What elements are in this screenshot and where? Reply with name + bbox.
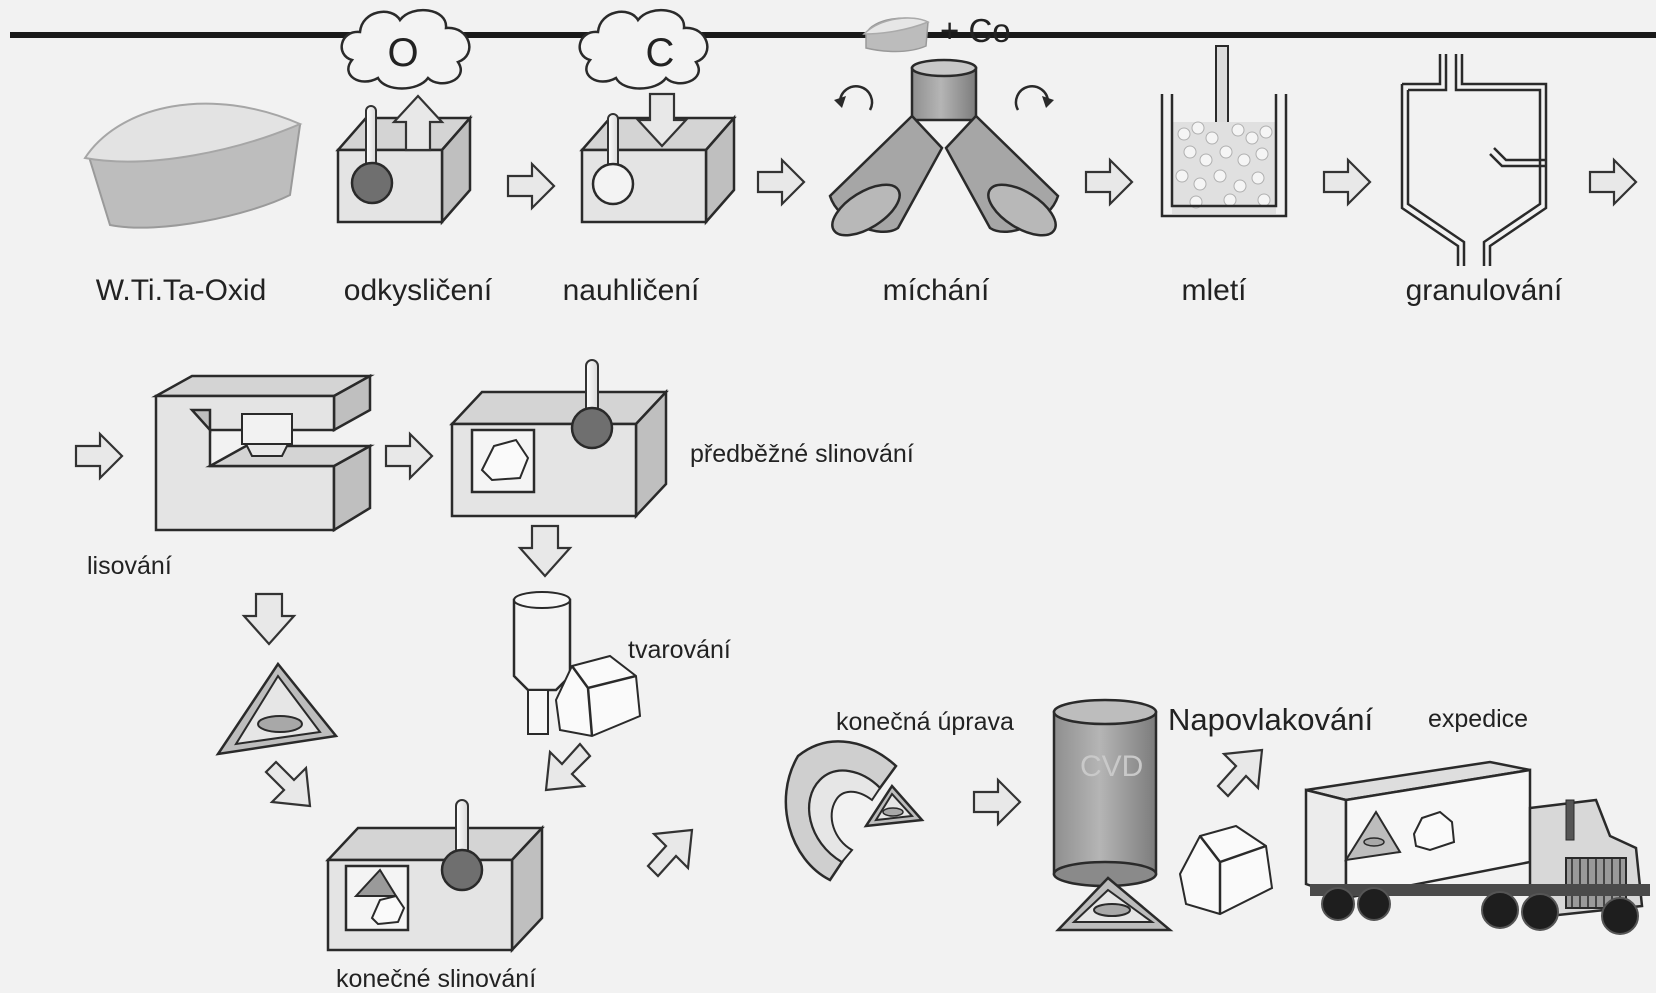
finishing-wheel [784, 740, 925, 882]
label-shaping: tvarování [628, 636, 731, 664]
label-oxide: W.Ti.Ta-Oxid [96, 274, 267, 307]
cobalt-additive-label: + Co [940, 12, 1011, 49]
presintering-furnace [449, 359, 669, 520]
y-mixer [828, 58, 1060, 237]
triangle-insert [215, 661, 339, 756]
label-pressing: lisování [87, 552, 172, 580]
cvd-reactor: CVD [1052, 698, 1174, 932]
label-finishing: konečná úprava [836, 708, 1014, 736]
final-sintering-furnace [325, 799, 545, 954]
label-coating: Napovlakování [1168, 702, 1373, 737]
flow-arrow [506, 162, 556, 210]
flow-arrow [756, 158, 806, 206]
deoxidation-furnace [335, 94, 473, 226]
carburization-furnace [579, 92, 737, 226]
shipping-truck [1304, 760, 1650, 935]
cobalt-powder: + Co [862, 12, 1011, 53]
cloud-o-label: O [387, 31, 418, 75]
oxygen-cloud: O [340, 8, 471, 90]
label-granulation: granulování [1406, 274, 1563, 307]
label-carburization: nauhličení [563, 274, 700, 307]
flow-arrow [384, 432, 434, 480]
label-mixing: míchání [883, 274, 990, 307]
press [151, 373, 375, 533]
flow-arrow [544, 742, 592, 792]
ball-mill [1160, 45, 1288, 218]
label-final-sintering: konečné slinování [336, 965, 536, 993]
shaping-grinder [512, 591, 642, 738]
flow-arrow [646, 828, 694, 878]
label-deoxidation: odkysličení [344, 274, 493, 307]
flow-arrow [972, 778, 1022, 826]
flow-arrow [264, 760, 312, 808]
carbon-cloud: C [578, 8, 709, 90]
flow-arrow [1216, 748, 1264, 798]
flow-arrow [1588, 158, 1638, 206]
flow-arrow [1322, 158, 1372, 206]
coated-insert [1178, 824, 1274, 916]
cvd-label: CVD [1080, 750, 1143, 783]
granulation-tower [1400, 54, 1548, 266]
flow-arrow [241, 592, 297, 646]
oxide-powder-pile [83, 102, 303, 229]
label-presintering: předběžné slinování [690, 440, 914, 468]
flow-arrow [1084, 158, 1134, 206]
label-milling: mletí [1181, 274, 1247, 307]
label-shipping: expedice [1428, 705, 1528, 733]
flow-arrow [74, 432, 124, 480]
flow-arrow [517, 524, 573, 578]
cloud-c-label: C [646, 31, 675, 75]
